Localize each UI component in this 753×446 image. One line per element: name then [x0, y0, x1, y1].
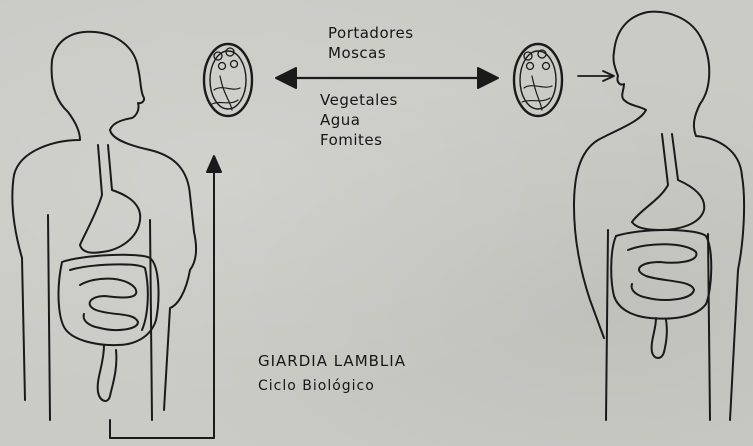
- right-figure-arm: [730, 176, 744, 420]
- arrow-head-right: [478, 68, 498, 88]
- left-small-intestine: [80, 279, 138, 330]
- shedding-arrow-head: [207, 156, 221, 172]
- vector-label-water: Agua: [320, 111, 360, 130]
- right-small-intestine: [628, 244, 696, 300]
- diagram-title: GIARDIA LAMBLIA: [258, 352, 406, 370]
- left-figure-outline: [14, 32, 196, 410]
- right-rectum: [652, 318, 667, 358]
- left-figure-inner-arm: [48, 215, 50, 420]
- left-rectum: [98, 345, 117, 401]
- cyst-right: [514, 44, 562, 116]
- vector-label-flies: Moscas: [328, 44, 386, 63]
- host-human-right: [574, 12, 744, 420]
- left-esophagus: [80, 145, 102, 245]
- arrow-head-left: [276, 68, 296, 88]
- left-figure-inner-arm-right: [150, 220, 152, 420]
- cyst-left: [204, 44, 252, 116]
- right-esophagus: [632, 134, 668, 222]
- transmission-arrow: [276, 68, 498, 88]
- vector-label-vegetables: Vegetales: [320, 91, 398, 110]
- right-figure-outline: [574, 12, 742, 338]
- right-figure-inner-arm: [606, 230, 608, 420]
- left-stomach: [80, 145, 140, 253]
- right-figure-inner-arm-right: [708, 234, 710, 420]
- diagram-subtitle: Ciclo Biológico: [258, 378, 375, 394]
- vector-label-fomites: Fomites: [320, 131, 382, 150]
- vector-label-carriers: Portadores: [328, 24, 414, 43]
- left-figure-armline: [12, 175, 25, 400]
- host-human-left: [12, 32, 196, 420]
